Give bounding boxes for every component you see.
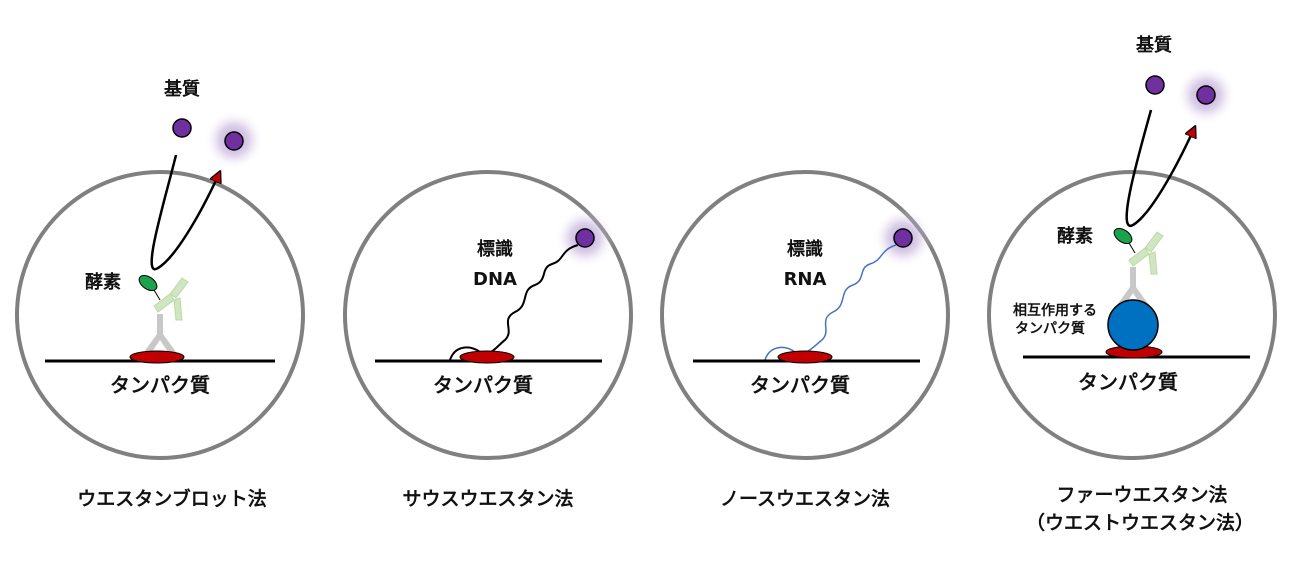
substrate-molecule: [172, 118, 192, 138]
method-subtitle: （ウエストウエスタン法）: [1026, 511, 1254, 534]
magnifier-circle: [987, 170, 1277, 460]
substrate-label: 基質: [1135, 34, 1172, 56]
protein-label: タンパク質: [110, 373, 210, 397]
interactor-label-2: タンパク質: [1015, 320, 1085, 337]
reaction-arrow: [150, 154, 218, 271]
protein-band: [459, 350, 515, 364]
primary-antibody-icon: [144, 314, 176, 352]
panel-southwestern: 標識 DNA タンパク質 サウスウエスタン法: [343, 170, 633, 510]
method-title: サウスウエスタン法: [402, 487, 573, 510]
enzyme-label: 酵素: [1057, 225, 1093, 247]
protein-label: タンパク質: [750, 373, 850, 397]
magnifier-circle: [343, 170, 633, 460]
reaction-arrow: [1125, 109, 1193, 227]
substrate-label: 基質: [163, 78, 200, 100]
method-title: ウエスタンブロット法: [77, 487, 266, 510]
enzyme-icon: [138, 274, 158, 292]
panel-western-blot: 基質 酵素 タンパク質 ウエスタンブロット法: [15, 78, 305, 510]
product-molecule: [224, 131, 244, 151]
magnifier-circle: [660, 170, 950, 460]
substrate-molecule: [1145, 75, 1165, 95]
dna-probe-strand: [449, 244, 579, 361]
probe-type-label: RNA: [784, 269, 827, 290]
interactor-label: 相互作用する: [1013, 302, 1097, 319]
label-molecule: [893, 228, 913, 248]
enzyme-icon: [1113, 227, 1133, 245]
protein-band: [777, 350, 833, 364]
interacting-protein: [1107, 299, 1159, 351]
method-title: ファーウエスタン法: [1056, 483, 1227, 506]
panel-northwestern: 標識 RNA タンパク質 ノースウエスタン法: [660, 170, 950, 510]
probe-label: 標識: [787, 238, 823, 260]
panel-far-western: 基質 酵素 相互作用する タンパク質 タンパク質 ファーウエスタン法 （ウエスト…: [987, 34, 1277, 534]
rna-probe-strand: [764, 244, 897, 361]
protein-band: [129, 350, 185, 364]
magnifier-circle: [15, 170, 305, 460]
probe-type-label: DNA: [473, 269, 517, 290]
method-title: ノースウエスタン法: [720, 487, 890, 510]
label-molecule: [575, 228, 595, 248]
enzyme-label: 酵素: [85, 271, 121, 293]
product-molecule: [1196, 85, 1216, 105]
probe-label: 標識: [477, 238, 513, 260]
protein-label: タンパク質: [433, 373, 533, 397]
protein-label: タンパク質: [1078, 370, 1178, 394]
